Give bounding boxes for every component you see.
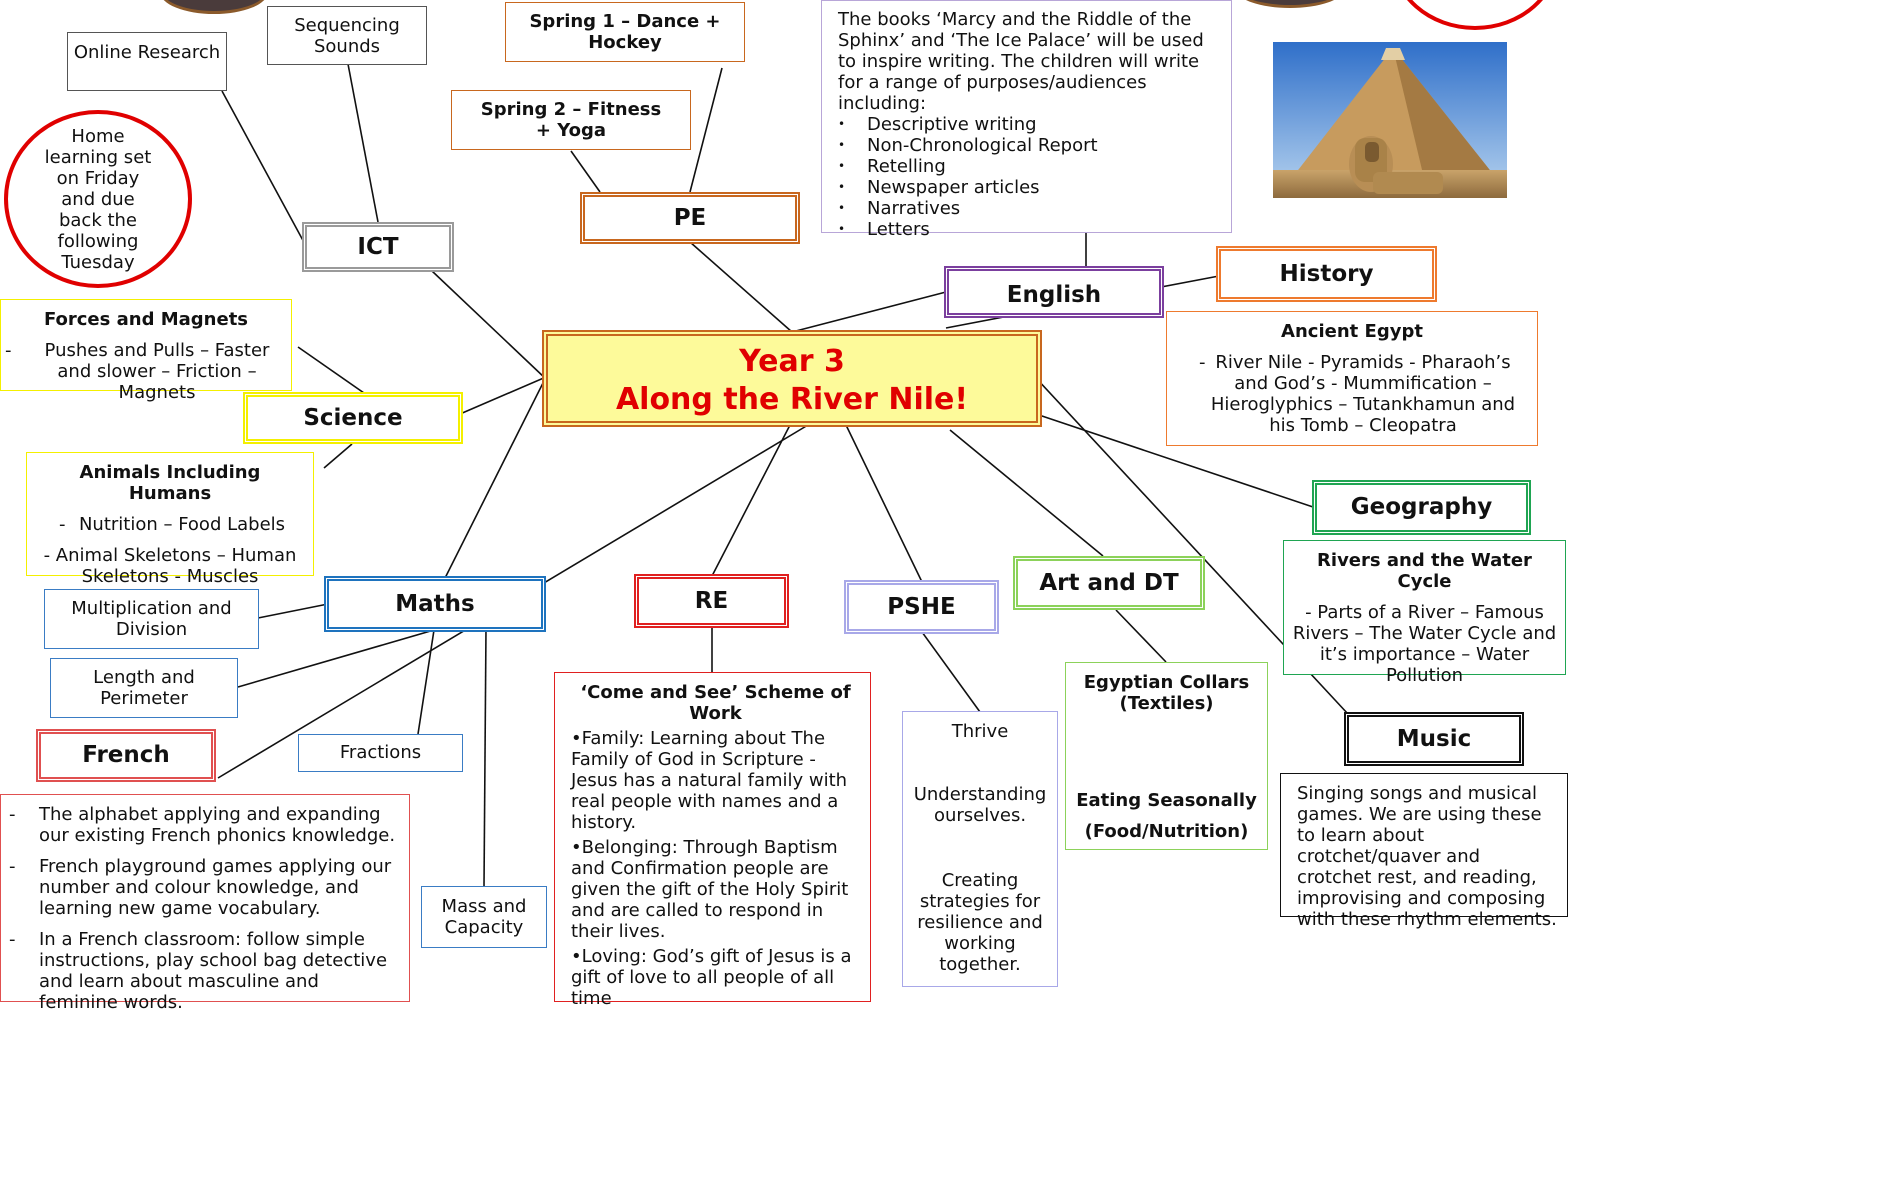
geography-content: - Parts of a River – Famous Rivers – The… (1292, 602, 1557, 686)
art-note: Egyptian Collars (Textiles) Eating Seaso… (1065, 662, 1268, 850)
pshe-item-strategies: Creating strategies for resilience and w… (917, 870, 1043, 975)
science-note-animals: Animals Including Humans - Nutrition – F… (26, 452, 314, 587)
history-topic-box: History (1216, 246, 1437, 302)
re-paragraph-family: •Family: Learning about The Family of Go… (571, 728, 848, 833)
geography-heading: Rivers and the Water Cycle (1317, 550, 1532, 592)
art-item-collars: Egyptian Collars (Textiles) (1083, 672, 1250, 714)
english-purpose-list: Descriptive writing Non-Chronological Re… (838, 114, 1217, 240)
english-item: Newspaper articles (838, 177, 1217, 198)
french-list: The alphabet applying and expanding our … (5, 804, 399, 1013)
pe-note-spring-1: Spring 1 – Dance + Hockey (505, 2, 745, 62)
ict-note-sequencing-sounds: Sequencing Sounds (267, 6, 427, 65)
french-note: The alphabet applying and expanding our … (0, 794, 410, 1013)
center-title-topic: Along the River Nile! (615, 382, 969, 417)
decorative-ornament-right (1236, 0, 1344, 8)
maths-topic-box: Maths (324, 576, 546, 632)
english-item: Narratives (838, 198, 1217, 219)
english-item: Letters (838, 219, 1217, 240)
pshe-item-understanding: Understanding ourselves. (913, 784, 1047, 826)
english-item: Retelling (838, 156, 1217, 177)
science-forces-heading: Forces and Magnets (43, 309, 249, 330)
re-paragraph-loving: •Loving: God’s gift of Jesus is a gift o… (571, 946, 852, 1009)
english-item: Descriptive writing (838, 114, 1217, 135)
music-topic-box: Music (1344, 712, 1524, 766)
french-item: In a French classroom: follow simple ins… (5, 929, 399, 1013)
geography-topic-box: Geography (1312, 480, 1531, 535)
science-note-forces: Forces and Magnets - Pushes and Pulls – … (0, 299, 292, 403)
pe-topic-box: PE (580, 192, 800, 244)
english-note: The books ‘Marcy and the Riddle of the S… (821, 0, 1232, 240)
decorative-ornament-left (160, 0, 268, 14)
art-item-food: (Food/Nutrition) (1084, 821, 1249, 842)
maths-note-multiplication: Multiplication and Division (44, 589, 259, 649)
pyramid-sphinx-photo (1273, 42, 1507, 198)
pshe-topic-box: PSHE (844, 580, 999, 634)
english-topic-box: English (944, 266, 1164, 318)
science-animals-heading: Animals Including Humans (79, 462, 261, 504)
pe-note-spring-2: Spring 2 – Fitness + Yoga (451, 90, 691, 150)
re-paragraph-belonging: •Belonging: Through Baptism and Confirma… (571, 837, 849, 942)
science-animals-line2: - Animal Skeletons – Human Skeletons - M… (43, 545, 297, 587)
maths-note-fractions: Fractions (298, 734, 463, 772)
center-title-box: Year 3 Along the River Nile! (542, 330, 1042, 427)
re-heading: ‘Come and See’ Scheme of Work (580, 682, 851, 724)
history-note: Ancient Egypt - River Nile - Pyramids - … (1166, 311, 1538, 446)
art-topic-box: Art and DT (1013, 556, 1205, 610)
re-note: ‘Come and See’ Scheme of Work •Family: L… (554, 672, 871, 1009)
maths-note-mass: Mass and Capacity (421, 886, 547, 948)
ict-note-online-research: Online Research (67, 32, 227, 91)
maths-note-length: Length and Perimeter (50, 658, 238, 718)
home-learning-circle: Home learning set on Friday and due back… (4, 110, 192, 288)
science-forces-content: Pushes and Pulls – Faster and slower – F… (44, 340, 270, 403)
pshe-note: Thrive Understanding ourselves. Creating… (902, 711, 1058, 987)
history-content: River Nile - Pyramids - Pharaoh’s and Go… (1210, 352, 1516, 436)
music-content: Singing songs and musical games. We are … (1297, 783, 1557, 930)
ict-topic-box: ICT (302, 222, 454, 272)
pshe-item-thrive: Thrive (951, 721, 1009, 742)
art-item-eating: Eating Seasonally (1076, 790, 1257, 811)
home-learning-text: Home learning set on Friday and due back… (44, 125, 152, 273)
english-intro: The books ‘Marcy and the Riddle of the S… (838, 9, 1204, 114)
music-note: Singing songs and musical games. We are … (1280, 773, 1568, 930)
decorative-red-circle (1390, 0, 1560, 30)
science-animals-line1: Nutrition – Food Labels (78, 514, 286, 535)
english-item: Non-Chronological Report (838, 135, 1217, 156)
french-item: French playground games applying our num… (5, 856, 399, 919)
french-item: The alphabet applying and expanding our … (5, 804, 399, 846)
french-topic-box: French (36, 729, 216, 782)
geography-note: Rivers and the Water Cycle - Parts of a … (1283, 540, 1566, 686)
center-title-year: Year 3 (739, 344, 845, 379)
science-topic-box: Science (243, 392, 463, 444)
re-topic-box: RE (634, 574, 789, 628)
history-heading: Ancient Egypt (1281, 321, 1423, 342)
